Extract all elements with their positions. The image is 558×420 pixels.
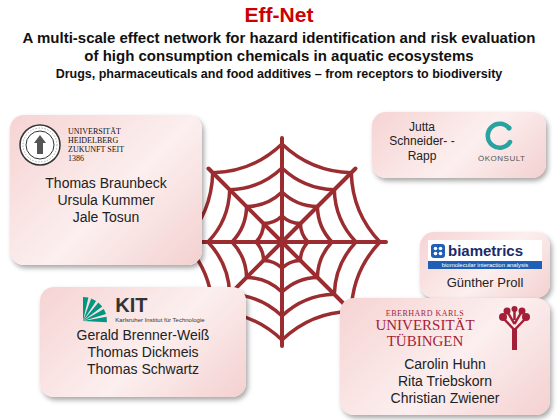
university-seal <box>18 123 62 167</box>
logo-text: EBERHARD KARLS <box>386 309 464 318</box>
subtitle: A multi-scale effect network for hazard … <box>14 29 544 65</box>
university-tree <box>495 306 535 352</box>
company-logo <box>431 244 445 258</box>
partner-box: UNIVERSITÄT HEIDELBERG ZUKUNFT SEIT 1386… <box>10 115 202 265</box>
member-name: Christian Zwiener <box>348 390 542 407</box>
member-name: Rita Triebskorn <box>348 373 542 390</box>
institute-logo <box>81 295 111 323</box>
member-list: Gerald Brenner-WeißThomas DickmeisThomas… <box>48 327 238 378</box>
tagline: Drugs, pharmaceuticals and food additive… <box>4 67 554 82</box>
logo-text: UNIVERSITÄT TÜBINGEN <box>360 318 490 350</box>
partner-box: biametrics biomolecular interaction analy… <box>420 232 550 298</box>
member-name: Thomas Dickmeis <box>48 344 238 361</box>
member-name: Jale Tosun <box>18 209 194 226</box>
company-logo <box>482 120 522 152</box>
member-name: Carolin Huhn <box>348 356 542 373</box>
member-name: Ursula Kummer <box>18 192 194 209</box>
partner-box: Jutta Schneider- -RappÖKONSULT <box>372 112 546 178</box>
partner-box: EBERHARD KARLSUNIVERSITÄT TÜBINGEN Caroli… <box>340 298 550 415</box>
company-logo <box>482 120 522 152</box>
member-name: Gerald Brenner-Weiß <box>48 327 238 344</box>
university-seal <box>18 123 62 167</box>
logo-column: ÖKONSULT <box>478 120 525 163</box>
logo-column: KIT Karlsruher Institut für Technologie <box>115 295 204 323</box>
logo-row: EBERHARD KARLSUNIVERSITÄT TÜBINGEN <box>348 306 542 352</box>
logo-text: biametrics <box>448 242 523 259</box>
member-name: Jutta Schneider- -Rapp <box>380 120 464 163</box>
logo-row: biametrics <box>428 240 542 261</box>
member-name: Günther Proll <box>428 275 542 290</box>
logo-tagline: biomolecular interaction analysis <box>428 261 542 269</box>
logo-row: KIT Karlsruher Institut für Technologie <box>48 295 238 323</box>
institute-logo <box>81 295 111 323</box>
logo-column: EBERHARD KARLSUNIVERSITÄT TÜBINGEN <box>355 309 495 350</box>
logo-text: UNIVERSITÄT HEIDELBERG ZUKUNFT SEIT 1386 <box>68 127 132 164</box>
company-logo <box>431 244 445 258</box>
member-name: Thomas Schwartz <box>48 361 238 378</box>
logo-row: Jutta Schneider- -RappÖKONSULT <box>380 120 538 163</box>
title: Eff-Net <box>0 3 558 27</box>
member-list: Carolin HuhnRita TriebskornChristian Zwi… <box>348 356 542 407</box>
partner-box: KIT Karlsruher Institut für TechnologieGe… <box>40 287 246 397</box>
university-tree <box>495 306 535 352</box>
logo-tagline: Karlsruher Institut für Technologie <box>115 317 204 323</box>
logo-row: UNIVERSITÄT HEIDELBERG ZUKUNFT SEIT 1386 <box>18 123 194 167</box>
logo-text: KIT <box>115 295 204 315</box>
member-list: Thomas BraunbeckUrsula KummerJale Tosun <box>18 175 194 226</box>
logo-text: ÖKONSULT <box>478 154 525 163</box>
member-name: Thomas Braunbeck <box>18 175 194 192</box>
